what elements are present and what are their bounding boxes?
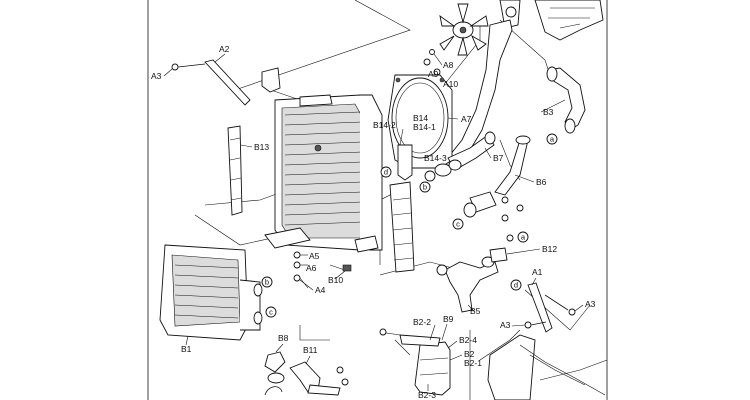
svg-text:a: a [521, 233, 526, 242]
stay-rod-a1 [524, 282, 576, 333]
label-b14-3: B14-3 [424, 153, 447, 163]
reference-lines [194, 0, 608, 400]
hose-b5 [436, 256, 499, 313]
label-b13: B13 [254, 142, 269, 152]
label-b10: B10 [328, 275, 343, 285]
callout-c-radiator: c [265, 306, 277, 318]
callout-b-radiator: b [261, 276, 273, 288]
label-a9: A9 [428, 69, 439, 79]
label-a3-right: A3 [585, 299, 596, 309]
label-b8: B8 [278, 333, 289, 343]
svg-text:b: b [423, 183, 427, 192]
label-b2: B2 [464, 349, 475, 359]
bolt-set-a4-a6 [293, 251, 309, 289]
svg-text:d: d [514, 281, 518, 290]
stay-rod-a2 [171, 59, 251, 106]
label-a8: A8 [443, 60, 454, 70]
label-a4: A4 [315, 285, 326, 295]
label-a7: A7 [461, 114, 472, 124]
label-b14: B14 [413, 113, 428, 123]
callout-a-upper: a [546, 133, 558, 145]
label-a3-top: A3 [151, 71, 162, 81]
label-a3-lower: A3 [500, 320, 511, 330]
callout-a-mid: a [517, 231, 529, 243]
callout-d-frame: d [380, 166, 392, 178]
label-b14-2: B14-2 [373, 120, 396, 130]
label-b2-1: B2-1 [464, 358, 482, 368]
svg-text:d: d [384, 168, 388, 177]
label-a1: A1 [532, 267, 543, 277]
mount-bracket [261, 67, 281, 93]
svg-text:c: c [269, 308, 273, 317]
svg-text:a: a [550, 135, 555, 144]
cooler-b1 [159, 244, 263, 341]
radiator-core [274, 94, 383, 251]
label-b14-1: B14-1 [413, 122, 436, 132]
label-b2-2: B2-2 [413, 317, 431, 327]
radiator-base [264, 227, 379, 272]
clamp-b14-3 [434, 159, 462, 177]
label-a10: A10 [443, 79, 458, 89]
label-b9: B9 [443, 314, 454, 324]
callout-d-lower: d [510, 279, 522, 291]
part-labels: A2 A3 B13 A8 A9 A10 A7 B14 B14-1 B14-2 B… [151, 44, 596, 400]
label-a5: A5 [309, 251, 320, 261]
label-b11: B11 [303, 345, 318, 355]
label-leaders [163, 53, 584, 391]
lower-frame [487, 334, 606, 400]
hardware-a8-a10 [423, 49, 441, 76]
label-b7: B7 [493, 153, 504, 163]
label-b1: B1 [181, 344, 192, 354]
callout-b-hose: b [419, 181, 431, 193]
clamp-b12 [489, 234, 514, 263]
label-a6: A6 [306, 263, 317, 273]
svg-text:b: b [265, 278, 269, 287]
label-a2: A2 [219, 44, 230, 54]
cooling-fan [439, 3, 489, 56]
label-b12: B12 [542, 244, 557, 254]
label-b3: B3 [543, 107, 554, 117]
reserve-tank-b2 [379, 328, 451, 396]
label-b2-3: B2-3 [418, 390, 436, 400]
lower-coolant-hose [463, 191, 524, 222]
label-b2-4: B2-4 [459, 335, 477, 345]
bracket-b14 [397, 144, 436, 182]
frame-b10 [389, 181, 415, 273]
hose-b3 [546, 66, 586, 134]
side-plate-b13 [227, 125, 243, 216]
svg-text:c: c [456, 220, 460, 229]
label-b5: B5 [470, 306, 481, 316]
hose-b8-b11 [264, 351, 349, 396]
label-b6: B6 [536, 177, 547, 187]
callout-c-hose: c [452, 218, 464, 230]
